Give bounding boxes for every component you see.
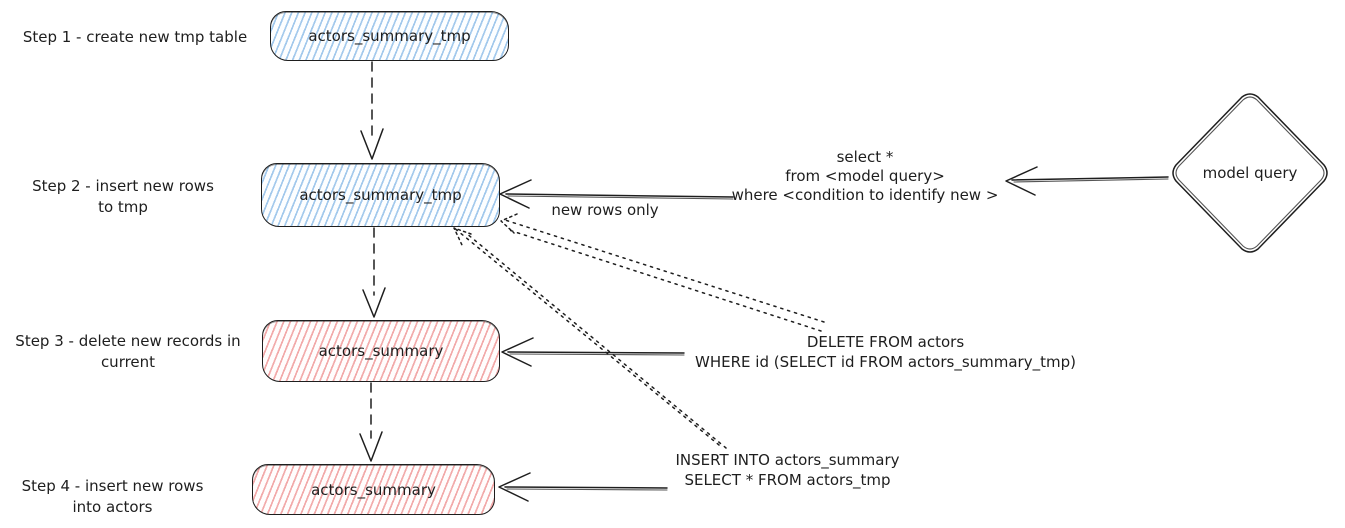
select-sql-line-2: from <model query> bbox=[785, 167, 945, 185]
step-4-label-line-2: into actors bbox=[72, 498, 153, 516]
select-sql-line-3: where <condition to identify new > bbox=[731, 186, 999, 204]
dotted-arrow-delete-sql-to-step2-box bbox=[500, 213, 825, 332]
arrow-step3-to-step4 bbox=[359, 382, 383, 462]
node-step3-label: actors_summary bbox=[318, 342, 444, 360]
step-1-label: Step 1 - create new tmp table bbox=[10, 27, 260, 48]
node-step2-actors-summary-tmp: actors_summary_tmp bbox=[261, 163, 500, 227]
delete-sql-line-2: WHERE id (SELECT id FROM actors_summary_… bbox=[695, 353, 1076, 371]
model-query-label: model query bbox=[1185, 164, 1315, 183]
node-step3-actors-summary: actors_summary bbox=[262, 320, 500, 382]
node-step1-actors-summary-tmp: actors_summary_tmp bbox=[270, 11, 509, 61]
insert-sql-line-2: SELECT * FROM actors_tmp bbox=[684, 471, 891, 489]
step-2-label-line-2: to tmp bbox=[98, 198, 148, 216]
step-3-label: Step 3 - delete new records in current bbox=[2, 331, 254, 373]
step-2-label: Step 2 - insert new rows to tmp bbox=[18, 176, 228, 218]
arrow-select-sql-to-step2-box bbox=[499, 179, 734, 209]
arrow-step1-to-step2 bbox=[360, 61, 384, 160]
insert-sql-line-1: INSERT INTO actors_summary bbox=[675, 451, 900, 469]
node-step4-actors-summary: actors_summary bbox=[252, 464, 495, 515]
arrow-diamond-to-select-sql bbox=[1005, 166, 1169, 196]
step-4-label-line-1: Step 4 - insert new rows bbox=[21, 477, 204, 495]
arrow-insert-sql-to-step4-box bbox=[498, 472, 668, 502]
step-2-label-line-1: Step 2 - insert new rows bbox=[32, 177, 214, 195]
step-1-label-line-1: Step 1 - create new tmp table bbox=[22, 28, 248, 46]
insert-sql-annotation: INSERT INTO actors_summary SELECT * FROM… bbox=[645, 450, 930, 490]
node-step1-label: actors_summary_tmp bbox=[308, 27, 471, 45]
node-step2-label: actors_summary_tmp bbox=[299, 186, 462, 204]
delete-sql-annotation: DELETE FROM actors WHERE id (SELECT id F… bbox=[658, 332, 1113, 372]
step-3-label-line-1: Step 3 - delete new records in bbox=[15, 332, 241, 350]
node-step4-label: actors_summary bbox=[311, 480, 436, 499]
new-rows-only-label: new rows only bbox=[545, 201, 665, 220]
delete-sql-line-1: DELETE FROM actors bbox=[806, 333, 965, 351]
dotted-arrow-insert-sql-to-step2-box bbox=[452, 226, 727, 449]
new-rows-only-text: new rows only bbox=[551, 201, 659, 219]
arrow-delete-sql-to-step3-box bbox=[501, 337, 685, 367]
step-3-label-line-2: current bbox=[100, 353, 156, 371]
model-query-text: model query bbox=[1202, 164, 1298, 182]
select-sql-annotation: select * from <model query> where <condi… bbox=[715, 148, 1015, 205]
model-query-diamond bbox=[1172, 93, 1328, 253]
arrow-step2-to-step3 bbox=[362, 227, 386, 318]
step-4-label: Step 4 - insert new rows into actors bbox=[10, 476, 215, 518]
select-sql-line-1: select * bbox=[836, 148, 894, 166]
